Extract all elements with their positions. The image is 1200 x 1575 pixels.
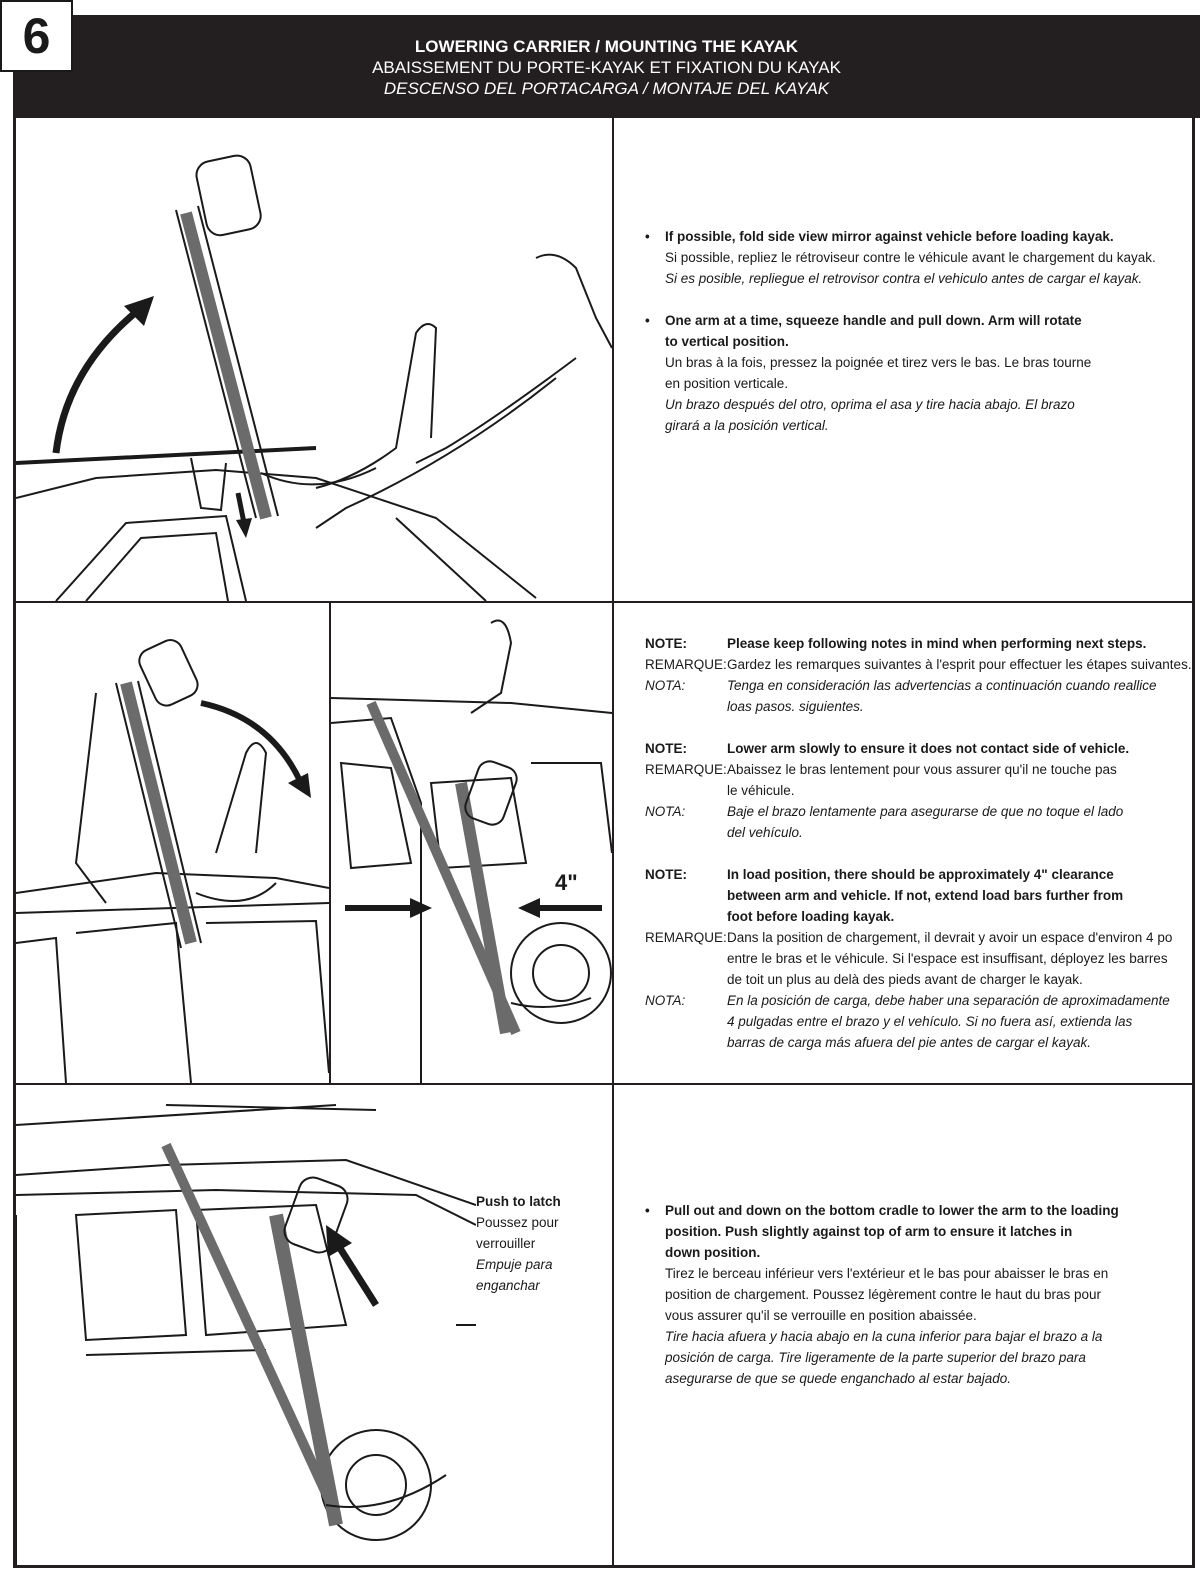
- row-divider-2: [13, 1083, 1195, 1085]
- clearance-arrows: [340, 890, 610, 930]
- note2-es-row: NOTA: Baje el brazo lentamente para aseg…: [645, 801, 1193, 843]
- note2-en-row: NOTE: Lower arm slowly to ensure it does…: [645, 738, 1193, 759]
- step-number: 6: [22, 8, 51, 64]
- squeeze-en-1: One arm at a time, squeeze handle and pu…: [665, 313, 1082, 328]
- note1-en: Please keep following notes in mind when…: [727, 636, 1147, 651]
- note-label: NOTE:: [645, 636, 687, 651]
- illustration-clearance: [331, 603, 612, 1083]
- cradle-en-3: down position.: [665, 1245, 761, 1260]
- squeeze-fr-2: en position verticale.: [665, 376, 789, 391]
- note1-es-2: loas pasos. siguientes.: [727, 699, 864, 714]
- remarque-label: REMARQUE:: [645, 657, 727, 672]
- image-divider: [329, 601, 331, 1084]
- remarque-label: REMARQUE:: [645, 762, 727, 777]
- note3-fr-2: entre le bras et le véhicule. Si l'espac…: [727, 951, 1168, 966]
- illustration-raise-arm: [16, 118, 612, 601]
- cradle-fr-3: vous assurer qu'il se verrouille en posi…: [665, 1308, 977, 1323]
- header-title-fr: ABAISSEMENT DU PORTE-KAYAK ET FIXATION D…: [372, 58, 841, 77]
- nota-label: NOTA:: [645, 804, 686, 819]
- cradle-es-2: posición de carga. Tire ligeramente de l…: [665, 1350, 1086, 1365]
- header-title-es: DESCENSO DEL PORTACARGA / MONTAJE DEL KA…: [383, 79, 830, 98]
- instruction-frame: [13, 118, 1195, 1568]
- note3-fr-3: de toit un plus au delà des pieds avant …: [727, 972, 1083, 987]
- squeeze-en-2: to vertical position.: [665, 334, 789, 349]
- latch-es-2: enganchar: [476, 1278, 540, 1293]
- cradle-fr-2: position de chargement. Poussez légèreme…: [665, 1287, 1102, 1302]
- latch-es-1: Empuje para: [476, 1257, 553, 1272]
- nota-label: NOTA:: [645, 678, 686, 693]
- cradle-en-2: position. Push slightly against top of a…: [665, 1224, 1073, 1239]
- note1-es-1: Tenga en consideración las advertencias …: [727, 678, 1157, 693]
- push-to-latch-label: Push to latch Poussez pour verrouiller E…: [476, 1191, 561, 1296]
- note3-en-row: NOTE: In load position, there should be …: [645, 864, 1193, 927]
- squeeze-es-1: Un brazo después del otro, oprima el asa…: [665, 397, 1075, 412]
- note3-en-1: In load position, there should be approx…: [727, 867, 1114, 882]
- note3-en-3: foot before loading kayak.: [727, 909, 895, 924]
- bullet-pull-cradle: • Pull out and down on the bottom cradle…: [645, 1200, 1185, 1389]
- note3-es-1: En la posición de carga, debe haber una …: [727, 993, 1170, 1008]
- note3-en-2: between arm and vehicle. If not, extend …: [727, 888, 1124, 903]
- cradle-es-1: Tire hacia afuera y hacia abajo en la cu…: [665, 1329, 1103, 1344]
- row-divider-1: [13, 601, 1195, 603]
- clearance-label: 4": [555, 870, 578, 895]
- note1-en-row: NOTE: Please keep following notes in min…: [645, 633, 1193, 654]
- note1-fr-row: REMARQUE: Gardez les remarques suivantes…: [645, 654, 1193, 675]
- note3-es-3: barras de carga más afuera del pie antes…: [727, 1035, 1091, 1050]
- note3-es-row: NOTA: En la posición de carga, debe habe…: [645, 990, 1193, 1053]
- mirror-es: Si es posible, repliegue el retrovisor c…: [665, 271, 1143, 286]
- note2-es-1: Baje el brazo lentamente para asegurarse…: [727, 804, 1124, 819]
- latch-fr-1: Poussez pour: [476, 1215, 559, 1230]
- bullet-dot: •: [645, 313, 650, 328]
- note3-fr-row: REMARQUE: Dans la position de chargement…: [645, 927, 1193, 990]
- section1-text: • If possible, fold side view mirror aga…: [645, 226, 1185, 436]
- nota-label: NOTA:: [645, 993, 686, 1008]
- bullet-dot: •: [645, 1203, 650, 1218]
- page-header: LOWERING CARRIER / MOUNTING THE KAYAK AB…: [13, 15, 1200, 118]
- header-title-en: LOWERING CARRIER / MOUNTING THE KAYAK: [414, 37, 799, 56]
- note2-fr-1: Abaissez le bras lentement pour vous ass…: [727, 762, 1117, 777]
- squeeze-fr-1: Un bras à la fois, pressez la poignée et…: [665, 355, 1092, 370]
- note3-fr-1: Dans la position de chargement, il devra…: [727, 930, 1173, 945]
- note1-fr: Gardez les remarques suivantes à l'espri…: [727, 657, 1192, 672]
- note2-fr-row: REMARQUE: Abaissez le bras lentement pou…: [645, 759, 1193, 801]
- cradle-fr-1: Tirez le berceau inférieur vers l'extéri…: [665, 1266, 1109, 1281]
- note2-es-2: del vehículo.: [727, 825, 803, 840]
- cradle-es-3: asegurarse de que se quede enganchado al…: [665, 1371, 1012, 1386]
- mirror-fr: Si possible, repliez le rétroviseur cont…: [665, 250, 1156, 265]
- illustration-lower-arm: [16, 603, 329, 1083]
- latch-en: Push to latch: [476, 1194, 561, 1209]
- step-number-box: 6: [0, 0, 73, 72]
- column-divider: [612, 118, 614, 1568]
- note-label: NOTE:: [645, 867, 687, 882]
- squeeze-es-2: girará a la posición vertical.: [665, 418, 829, 433]
- bullet-dot: •: [645, 229, 650, 244]
- note1-es-row: NOTA: Tenga en consideración las adverte…: [645, 675, 1193, 717]
- remarque-label: REMARQUE:: [645, 930, 727, 945]
- note2-en: Lower arm slowly to ensure it does not c…: [727, 741, 1130, 756]
- latch-fr-2: verrouiller: [476, 1236, 536, 1251]
- bullet-fold-mirror: • If possible, fold side view mirror aga…: [645, 226, 1185, 289]
- illustration-latch-arm: [16, 1085, 476, 1565]
- section3-text: • Pull out and down on the bottom cradle…: [645, 1200, 1185, 1389]
- cradle-en-1: Pull out and down on the bottom cradle t…: [665, 1203, 1119, 1218]
- mirror-en: If possible, fold side view mirror again…: [665, 229, 1114, 244]
- note-label: NOTE:: [645, 741, 687, 756]
- note2-fr-2: le véhicule.: [727, 783, 795, 798]
- note3-es-2: 4 pulgadas entre el brazo y el vehículo.…: [727, 1014, 1133, 1029]
- section2-notes: NOTE: Please keep following notes in min…: [645, 633, 1193, 1053]
- bullet-squeeze-handle: • One arm at a time, squeeze handle and …: [645, 310, 1185, 436]
